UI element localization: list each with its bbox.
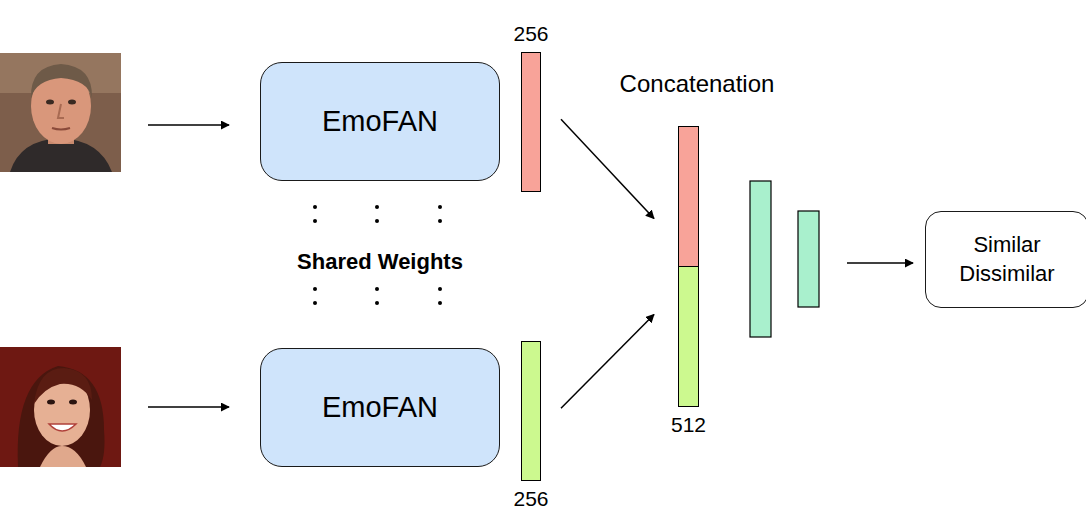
dense-layer bbox=[798, 211, 819, 307]
connector-arrow bbox=[561, 119, 654, 218]
dimension-label: 256 bbox=[513, 23, 548, 44]
face-photo bbox=[0, 347, 121, 467]
embedding-vector: 256 bbox=[521, 52, 541, 192]
vector-segment bbox=[679, 127, 698, 266]
vector-segment bbox=[679, 266, 698, 406]
input-arrow bbox=[148, 124, 229, 126]
concatenated-vector: 512 bbox=[678, 126, 699, 407]
node-text: EmoFAN bbox=[322, 389, 438, 427]
face-photo bbox=[0, 53, 121, 172]
connector-arrow bbox=[561, 315, 654, 409]
node-text: Similar Dissimilar bbox=[938, 231, 1076, 288]
output-box: Similar Dissimilar bbox=[925, 211, 1086, 308]
encoder-box: EmoFAN bbox=[260, 348, 500, 467]
input-arrow bbox=[148, 406, 229, 408]
dimension-label: 256 bbox=[513, 488, 548, 509]
dense-layer bbox=[750, 181, 771, 337]
encoder-box: EmoFAN bbox=[260, 62, 500, 181]
node-text: EmoFAN bbox=[322, 103, 438, 141]
embedding-vector: 256 bbox=[521, 341, 541, 481]
operation-label: Concatenation bbox=[620, 72, 775, 96]
dimension-label: 512 bbox=[671, 414, 706, 435]
annotation-label: Shared Weights bbox=[297, 251, 463, 273]
output-arrow bbox=[847, 262, 913, 264]
